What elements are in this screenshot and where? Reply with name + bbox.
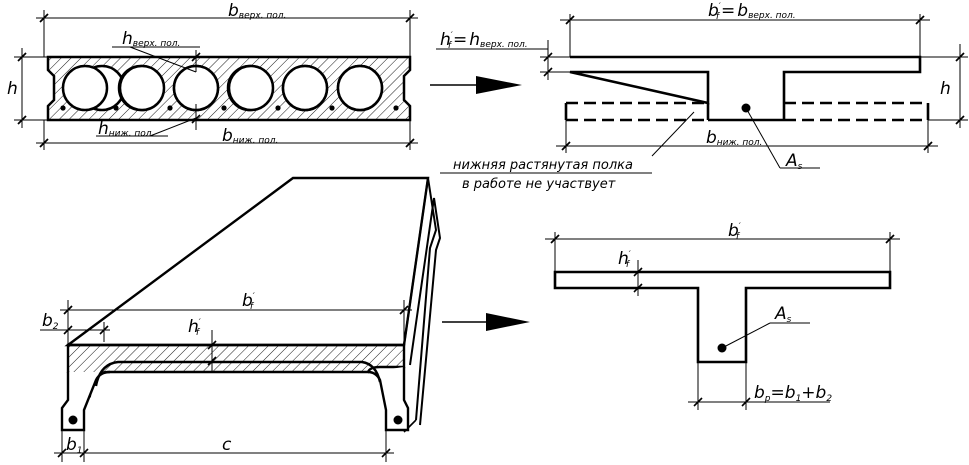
label-rib-hf: h′f <box>188 317 201 338</box>
dim-top-width <box>36 10 418 57</box>
label-h: h <box>7 79 18 99</box>
void-hole <box>336 64 384 112</box>
dim-i-flange-thickness <box>436 40 570 80</box>
dim-rib-b2 <box>40 322 110 342</box>
label-rib-b1: b1 <box>66 435 83 456</box>
slab-front-flange <box>66 343 406 398</box>
void-hole <box>61 64 109 112</box>
i-section <box>436 14 968 174</box>
leader-top-flange <box>112 46 201 73</box>
void-holes <box>61 64 384 112</box>
dim-i-top-width <box>560 14 930 57</box>
dim-height <box>14 48 48 128</box>
label-b-bottom-right: bниж. пол. <box>706 128 762 148</box>
note-line-2: в работе не участвует <box>462 177 616 192</box>
label-b-bottom: bниж. пол. <box>222 126 278 146</box>
i-section-labels: b′f=bверх. пол. h′f=hверх. пол. h bниж. … <box>440 1 951 192</box>
dim-rib-bottom <box>54 430 394 462</box>
label-bf-formula: b′f=bверх. пол. <box>708 1 796 22</box>
label-h-right: h <box>940 79 951 99</box>
dim-rib-hf <box>207 330 217 372</box>
hollow-slab-labels: bверх. пол. hверх. пол. h hниж. пол. bни… <box>7 1 286 146</box>
dim-bottom-width <box>36 120 418 150</box>
label-b-top: bверх. пол. <box>228 1 286 21</box>
leader-bottom-flange <box>96 104 201 137</box>
void-hole <box>227 64 275 112</box>
leader-note <box>440 111 695 174</box>
label-t-hf: h′f <box>618 249 631 270</box>
rib-rebar-right <box>393 415 403 425</box>
label-t-as: As <box>774 304 792 325</box>
i-section-bottom-flange-dashed <box>566 101 928 122</box>
hollow-slab-section <box>14 10 418 150</box>
label-h-bottom-flange: hниж. пол. <box>98 119 154 139</box>
label-h-top-flange: hверх. пол. <box>122 29 180 49</box>
label-rib-b2: b2 <box>42 311 59 332</box>
label-as-top: As <box>785 151 803 172</box>
rebar-dots <box>60 105 399 111</box>
t-section <box>545 232 900 410</box>
label-t-bf: b′f <box>728 221 741 242</box>
rib-rebar-left <box>68 415 78 425</box>
slab-top-surface <box>64 176 430 347</box>
dim-t-bp <box>688 362 830 410</box>
note-line-1: нижняя растянутая полка <box>453 158 633 173</box>
dim-t-hf <box>633 260 643 296</box>
label-rib-c: c <box>222 435 232 455</box>
label-t-bp-formula: bp=b1+b2 <box>754 383 832 404</box>
t-section-labels: b′f h′f As bp=b1+b2 <box>618 221 832 404</box>
void-hole <box>172 64 220 112</box>
dim-i-bottom-width <box>556 120 938 153</box>
dim-i-height <box>920 44 968 128</box>
dim-rib-bf <box>60 300 412 345</box>
i-section-top-flange-and-web <box>569 55 922 105</box>
transform-arrow <box>430 76 522 94</box>
leader-as-bottom <box>721 322 810 349</box>
void-hole <box>118 64 166 112</box>
ribbed-slab-labels: b′f h′f b2 b1 c <box>42 291 255 456</box>
label-hf-formula: h′f=hверх. пол. <box>440 30 528 51</box>
ribbed-slab-3d <box>40 176 442 462</box>
void-hole <box>281 64 329 112</box>
transform-arrow <box>442 313 530 331</box>
label-rib-bf: b′f <box>242 291 255 312</box>
leader-as-top <box>745 107 820 169</box>
dim-t-bf <box>545 232 900 272</box>
